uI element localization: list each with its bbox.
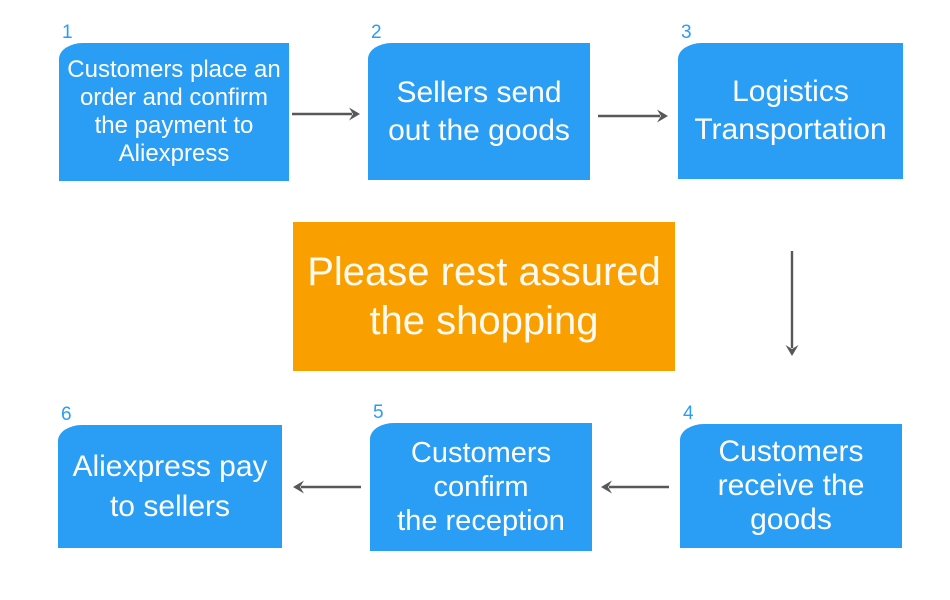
arrow-left-icon-5-to-6 <box>293 480 361 494</box>
flow-node-1-payment: 1 Customers place an order and confirm t… <box>59 23 289 181</box>
node-label-1: Customers place an order and confirm the… <box>67 56 281 167</box>
flow-node-6-pay-sellers: 6 Aliexpress pay to sellers <box>58 405 282 548</box>
arrow-right-icon-2-to-3 <box>598 109 668 123</box>
arrow-right-icon-1-to-2 <box>292 107 360 121</box>
flow-node-5-confirm-reception: 5 Customers confirm the reception <box>370 403 592 551</box>
node-label-4: Customers receive the goods <box>717 435 865 536</box>
arrow-left-icon-4-to-5 <box>601 480 669 494</box>
step-number-6: 6 <box>61 404 72 425</box>
step-number-4: 4 <box>683 403 694 424</box>
step-number-5: 5 <box>373 402 384 423</box>
node-label-3: Logistics Transportation <box>694 75 887 146</box>
step-number-3: 3 <box>681 22 692 43</box>
node-label-6: Aliexpress pay to sellers <box>72 449 268 523</box>
arrow-down-icon-3-to-4 <box>785 251 799 356</box>
banner-label: Please rest assured the shopping <box>307 249 661 343</box>
node-label-2: Sellers send out the goods <box>388 75 570 147</box>
step-number-2: 2 <box>371 22 382 43</box>
node-label-5: Customers confirm the reception <box>397 437 565 537</box>
flow-node-3-logistics: 3 Logistics Transportation <box>678 23 903 179</box>
step-number-1: 1 <box>62 22 73 43</box>
flow-node-2-send-goods: 2 Sellers send out the goods <box>368 23 590 180</box>
flow-node-4-receive-goods: 4 Customers receive the goods <box>680 404 902 548</box>
reassurance-banner: Please rest assured the shopping <box>293 222 675 371</box>
